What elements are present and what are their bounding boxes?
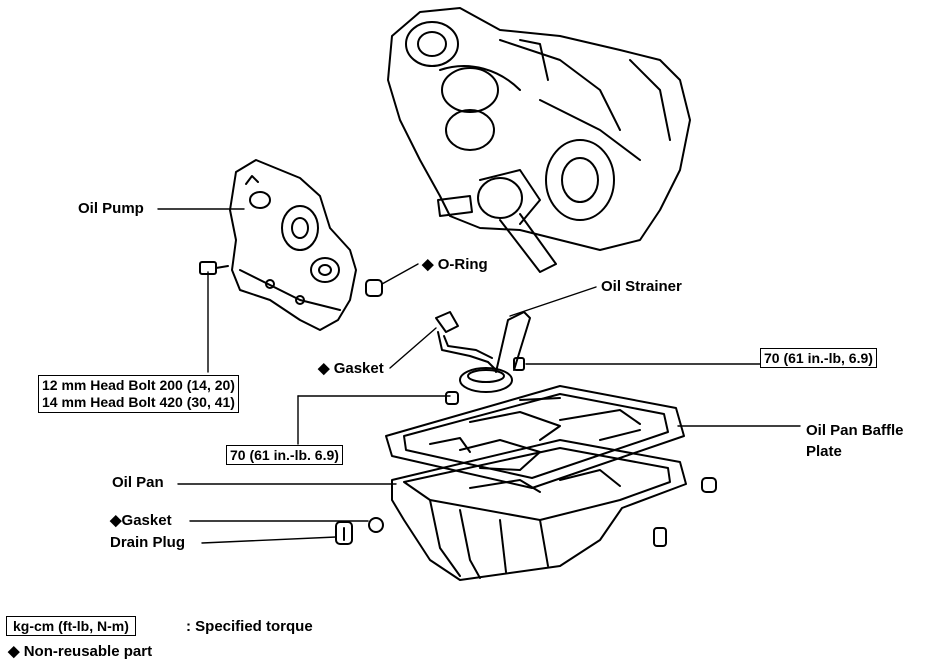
strainer-bolt-drawing [513, 357, 525, 371]
label-oil-pump: Oil Pump [78, 200, 144, 217]
legend-torque-text: : Specified torque [186, 618, 313, 635]
oil-pump-drawing [229, 159, 357, 331]
legend-torque-box: kg-cm (ft-lb, N-m) [6, 616, 136, 636]
drain-gasket-drawing [368, 517, 384, 533]
label-o-ring: ◆ O-Ring [422, 256, 488, 273]
o-ring-drawing [365, 279, 383, 297]
label-drain-plug: Drain Plug [110, 534, 186, 551]
pan-nut-drawing [445, 391, 459, 405]
drain-plug-drawing [335, 521, 353, 545]
pan-bolt-drawing-2 [653, 527, 667, 547]
head-bolt-14mm-spec: 14 mm Head Bolt 420 (30, 41) [42, 394, 235, 410]
torque-box-strainer: 70 (61 in.-lb, 6.9) [760, 348, 877, 368]
torque-box-pan: 70 (61 in.-lb. 6.9) [226, 445, 343, 465]
label-gasket-drain: ◆Gasket [110, 512, 172, 529]
head-bolt-drawing [199, 261, 229, 275]
head-bolt-12mm-spec: 12 mm Head Bolt 200 (14, 20) [42, 377, 235, 393]
label-baffle-plate: Oil Pan Baffle Plate [806, 420, 904, 462]
engine-block-drawing [387, 7, 691, 273]
label-oil-strainer: Oil Strainer [601, 278, 682, 295]
label-oil-pan: Oil Pan [112, 474, 164, 491]
label-gasket-strainer: ◆ Gasket [318, 360, 384, 377]
torque-box-head-bolts: 12 mm Head Bolt 200 (14, 20) 14 mm Head … [38, 375, 239, 413]
label-baffle-plate-line1: Oil Pan Baffle [806, 422, 904, 439]
pan-bolt-drawing-1 [701, 477, 717, 493]
label-baffle-plate-line2: Plate [806, 443, 842, 460]
oil-strainer-drawing [435, 311, 531, 393]
legend-nonreusable-text: ◆ Non-reusable part [8, 643, 153, 660]
baffle-plate-drawing [385, 385, 685, 489]
leader-lines [157, 208, 801, 544]
oil-pan-drawing [391, 439, 687, 581]
